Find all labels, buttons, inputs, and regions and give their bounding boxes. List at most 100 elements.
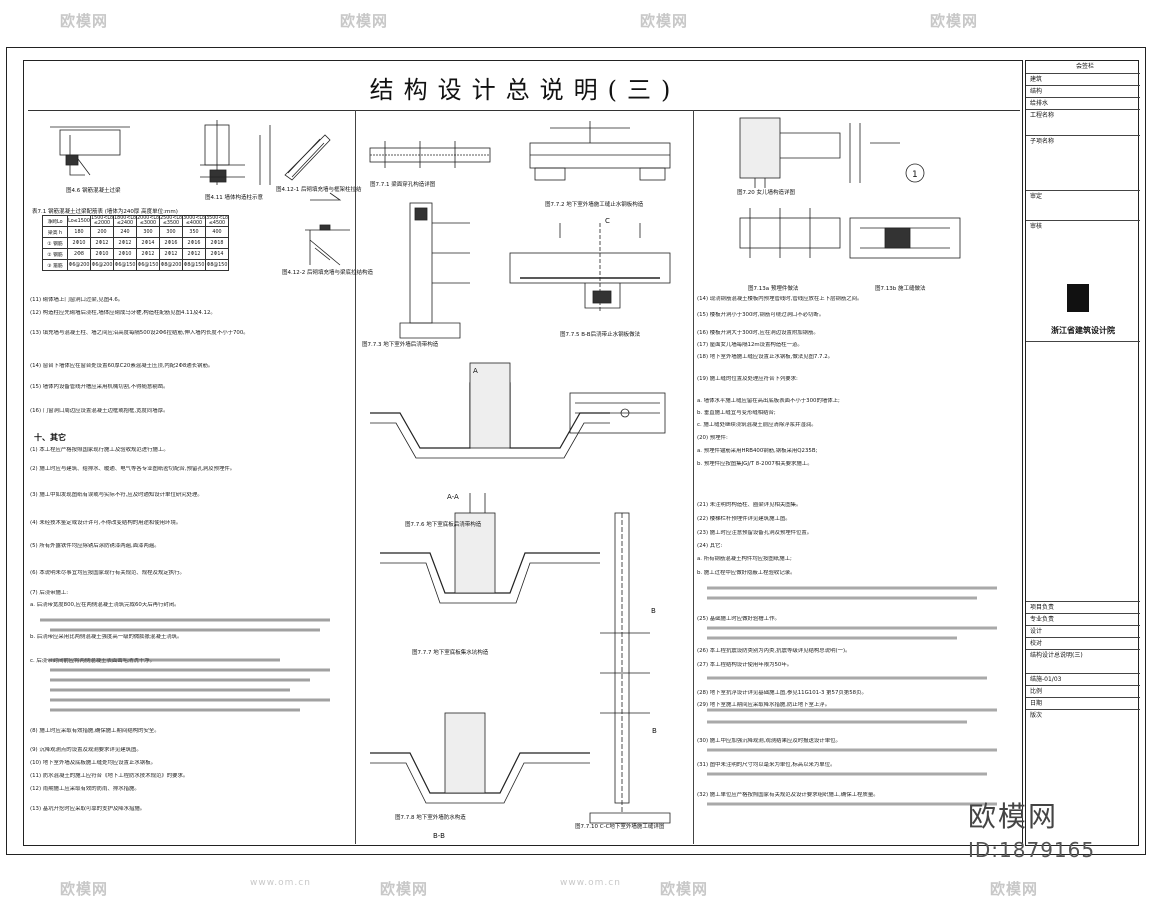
table-row: ① 钢筋 2Φ10 2Φ12 2Φ12 2Φ14 2Φ16 2Φ16 2Φ18: [42, 237, 229, 249]
note-line: (23) 施工时应注意预留设备孔洞及预埋件位置。: [697, 530, 813, 536]
fig-caption: 图7.7.5 B-B后浇带止水钢板做法: [560, 332, 641, 338]
brand-stamp: 欧模网: [968, 800, 1059, 833]
note-line: a. 墙体水平施工缝应留在高出底板表面不小于300的墙体上;: [697, 398, 840, 404]
table-cell: 3500<Lo ≤4500: [205, 215, 229, 227]
section-heading: 十、其它: [34, 433, 66, 442]
drawing-sheet-frame: [6, 47, 1146, 855]
note-line: (18) 地下室外墙施工缝应设置止水钢板,做法见图7.7.2。: [697, 354, 834, 360]
fig-caption: 图7.13a 预埋件做法: [748, 286, 799, 292]
watermark: 欧模网: [380, 880, 429, 898]
table-cell: 2Φ10: [67, 237, 91, 249]
fig-caption: 图7.7.2 地下室外墙施工缝止水钢板构造: [545, 202, 644, 208]
watermark: 欧模网: [930, 12, 979, 30]
table-cell: 2Φ12: [159, 248, 183, 260]
section-label-a-a: A-A: [447, 493, 459, 501]
note-line: (24) 其它:: [697, 543, 723, 549]
watermark: 欧模网: [640, 12, 689, 30]
col1-text-texture: [40, 618, 330, 712]
note-line: (26) 本工程抗震设防类别为丙类,抗震等级详见结构总说明(一)。: [697, 648, 851, 654]
section-label-a: A: [473, 367, 478, 375]
col1-tie-detail-2: [305, 224, 350, 266]
tb-row: 会签栏: [1075, 63, 1094, 70]
note-line: (19) 施工缝的位置及处理应符合下列要求:: [697, 376, 798, 382]
table-cell: Lo≤1500: [67, 215, 91, 227]
note-line: c. 施工缝处继续浇筑混凝土前应清除浮浆并湿润。: [697, 422, 817, 428]
table-cell: Φ8@150: [182, 259, 206, 271]
note-line: (13) 基坑开挖时应采取可靠的支护及降水措施。: [30, 806, 146, 812]
table-cell: 3000<Lo ≤4000: [182, 215, 206, 227]
table-cell: ② 钢筋: [42, 248, 68, 260]
note-line: (16) 楼板开洞大于300时,应在洞边设置附加钢筋。: [697, 330, 819, 336]
table-cell: 2Φ12: [90, 237, 114, 249]
tb-row: 给排水: [1026, 97, 1140, 109]
table-row: ② 钢筋 2Φ8 2Φ10 2Φ10 2Φ12 2Φ12 2Φ12 2Φ14: [42, 248, 229, 260]
tb-row: 结构: [1026, 85, 1140, 97]
watermark: 欧模网: [990, 880, 1039, 898]
note-line: (27) 本工程结构设计使用年限为50年。: [697, 662, 793, 668]
table-cell: 2000<Lo ≤3000: [136, 215, 160, 227]
fig-caption: 图7.7.8 地下室外墙防水构造: [395, 815, 466, 821]
note-line: (10) 地下室外墙及底板施工缝处均应设置止水钢板。: [30, 760, 156, 766]
table-cell: 梁高 h: [42, 226, 68, 238]
note-line: (13) 填充墙与混凝土柱、墙之间应沿高度每隔500设2Φ6拉结筋,伸入墙内长度…: [30, 330, 249, 336]
fig-caption: 图4.11 墙体构造柱示意: [205, 195, 263, 201]
note-line: b. 预埋件应按图集JGJ/T 8-2007相关要求施工。: [697, 461, 813, 467]
section-label-c: C: [605, 217, 610, 225]
watermark-row-bottom: 欧模网 www.om.cn 欧模网 www.om.cn 欧模网 欧模网: [0, 878, 1152, 900]
fig-caption: 图7.7.6 地下室底板后浇带构造: [405, 522, 482, 528]
note-line: (14) 窗台下墙体应在窗台处设置60厚C20素混凝土压顶,内配2Φ8通长钢筋。: [30, 363, 214, 369]
note-line: (22) 楼梯栏杆预埋件详见建筑施工图。: [697, 516, 791, 522]
table-cell: 2Φ16: [182, 237, 206, 249]
column-divider-1: [355, 110, 356, 844]
table-cell: 300: [136, 226, 160, 238]
tb-row: 工程名称: [1026, 109, 1140, 135]
note-line: (11) 砌体墙上门窗洞口过梁,见图4.6。: [30, 297, 124, 303]
table-cell: Φ8@150: [205, 259, 229, 271]
col3-text-texture: [707, 586, 997, 806]
tb-row: 项目负责: [1026, 601, 1140, 613]
note-line: (32) 施工单位应严格按照国家有关规范及设计要求组织施工,确保工程质量。: [697, 792, 879, 798]
fig-caption: 图7.7.1 梁面穿孔构造详图: [370, 182, 436, 188]
watermark: 欧模网: [60, 880, 109, 898]
table-cell: 2Φ18: [205, 237, 229, 249]
table-cell: 2500<Lo ≤3500: [159, 215, 183, 227]
col3-detail-drawings: 1: [739, 117, 961, 259]
note-line: (5) 所有外露铁件均应除锈后涂防锈漆两遍,面漆两遍。: [30, 543, 160, 549]
fig-caption: 图7.7.3 地下室外墙后浇带构造: [362, 342, 439, 348]
table-cell: 2Φ12: [182, 248, 206, 260]
table-cell: 2Φ14: [136, 237, 160, 249]
table-row: 梁高 h 180 200 240 300 300 350 400: [42, 226, 229, 238]
note-line: (8) 施工时应采取有效措施,确保施工期间结构的安全。: [30, 728, 160, 734]
note-line: (28) 地下室抗浮设计详见基础施工图,参见11G101-3 第57页第58页。: [697, 690, 867, 696]
note-line: b. 施工过程中应做好隐蔽工程验收记录。: [697, 570, 796, 576]
fig-caption: 图7.13b 施工缝做法: [875, 286, 926, 292]
watermark: 欧模网: [340, 12, 389, 30]
fig-caption: 图7.7.10 C-C地下室外墙施工缝详图: [575, 824, 665, 830]
note-line: a. 后浇带宽度800,应在两侧混凝土浇筑完成60天后再行封闭。: [30, 602, 180, 608]
note-line: (4) 未经技术鉴定或设计许可,不得改变结构的用途和使用环境。: [30, 520, 182, 526]
table-cell: 180: [67, 226, 91, 238]
table-cell: 2Φ16: [159, 237, 183, 249]
note-line: (15) 墙体内设备管线开槽应采用机械切割,不得随意剔凿。: [30, 384, 169, 390]
note-line: (16) 门窗洞口周边应设置混凝土边框或抱框,宽度同墙厚。: [30, 408, 169, 414]
note-line: (6) 本说明未尽事宜均应按国家现行有关规范、规程及规定执行。: [30, 570, 185, 576]
watermark: 欧模网: [60, 12, 109, 30]
title-divider: [28, 110, 1020, 111]
watermark-site: www.om.cn: [250, 878, 311, 888]
title-block: 会签栏 建筑 结构 给排水 工程名称 子项名称 审定 审核 项目负责 专业负责 …: [1025, 60, 1140, 846]
table-cell: 1500<Lo ≤2000: [90, 215, 114, 227]
watermark: 欧模网: [660, 880, 709, 898]
col1-detail-drawings: [50, 120, 342, 201]
note-line: (31) 图中未注明的尺寸均以毫米为单位,标高以米为单位。: [697, 762, 836, 768]
fig-caption: 图4.6 钢筋混凝土过梁: [66, 188, 121, 194]
table-caption: 表7.1 钢筋混凝土过梁配筋表 (墙体为240厚 高度单位:mm): [32, 209, 178, 215]
note-line: (7) 后浇带施工:: [30, 590, 69, 596]
table-cell: 2Φ12: [113, 237, 137, 249]
note-line: (2) 施工时应与建筑、给排水、暖通、电气等各专业图纸密切配合,预留孔洞及预埋件…: [30, 466, 236, 472]
table-cell: 净跨Lo: [42, 215, 68, 227]
note-line: (30) 施工中应加强沉降观测,观测结果应及时报送设计单位。: [697, 738, 841, 744]
tb-row: 校对: [1026, 637, 1140, 649]
brand-id: ID:1879165: [968, 838, 1096, 862]
note-line: a. 预埋件锚筋采用HRB400钢筋,钢板采用Q235B;: [697, 448, 818, 454]
note-line: (21) 未注明的构造柱、圈梁详见相关图集。: [697, 502, 802, 508]
